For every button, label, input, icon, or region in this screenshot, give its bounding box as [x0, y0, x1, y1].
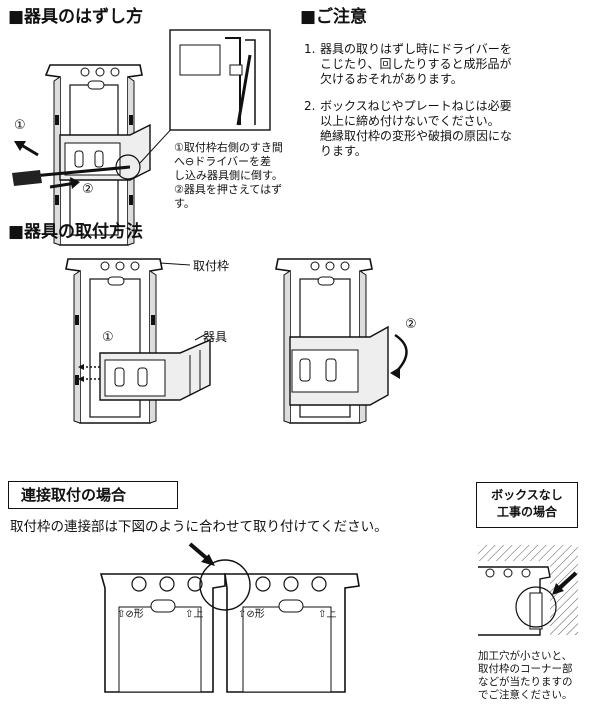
- install-illustration-2: [275, 258, 408, 424]
- caution-list: 1. 器具の取りはずし時にドライバーを こじたり、回したりすると成形品が 欠ける…: [304, 42, 604, 159]
- linked-title: 連接取付の場合: [21, 486, 127, 504]
- linked-mark-left-up: ⇧上: [185, 609, 204, 620]
- linked-mark-right-up: ⇧上: [318, 609, 337, 620]
- linked-description: 取付枠の連接部は下図のように合わせて取り付けてください。: [10, 519, 388, 535]
- removal-caption: ①取付枠右側のすき間 へ⊖ドライバーを差 し込み器具側に倒す。 ②器具を押さえて…: [174, 141, 283, 210]
- nobox-title-box: ボックスなし 工事の場合: [476, 482, 578, 528]
- install-title: ■器具の取付方法: [8, 222, 144, 242]
- removal-title: ■器具のはずし方: [8, 7, 144, 27]
- install-step2: ②: [405, 317, 417, 332]
- removal-step2: ②: [82, 182, 94, 197]
- nobox-title: ボックスなし 工事の場合: [491, 488, 563, 519]
- removal-illustration: [12, 64, 176, 246]
- nobox-illustration: [478, 545, 578, 636]
- caution-title: ■ご注意: [300, 7, 368, 27]
- linked-illustration: [99, 542, 360, 693]
- install-illustration-1: [65, 258, 211, 424]
- install-step1: ①: [102, 330, 114, 345]
- linked-mark-left: ⇧⊘形: [117, 609, 144, 620]
- nobox-note: 加工穴が小さいと、 取付枠のコーナー部 などが当たりますの でご注意ください。: [478, 650, 573, 701]
- removal-detail-inset: [169, 29, 271, 131]
- label-frame: 取付枠: [193, 259, 230, 273]
- linked-title-box: 連接取付の場合: [8, 481, 178, 509]
- removal-step1: ①: [14, 118, 26, 133]
- caution-item-1: 1. 器具の取りはずし時にドライバーを こじたり、回したりすると成形品が 欠ける…: [304, 42, 512, 86]
- linked-mark-right: ⇧⊘形: [238, 609, 265, 620]
- label-device: 器具: [203, 330, 228, 344]
- caution-item-2: 2. ボックスねじやプレートねじは必要 以上に締め付けないでください。 絶縁取付…: [304, 99, 513, 158]
